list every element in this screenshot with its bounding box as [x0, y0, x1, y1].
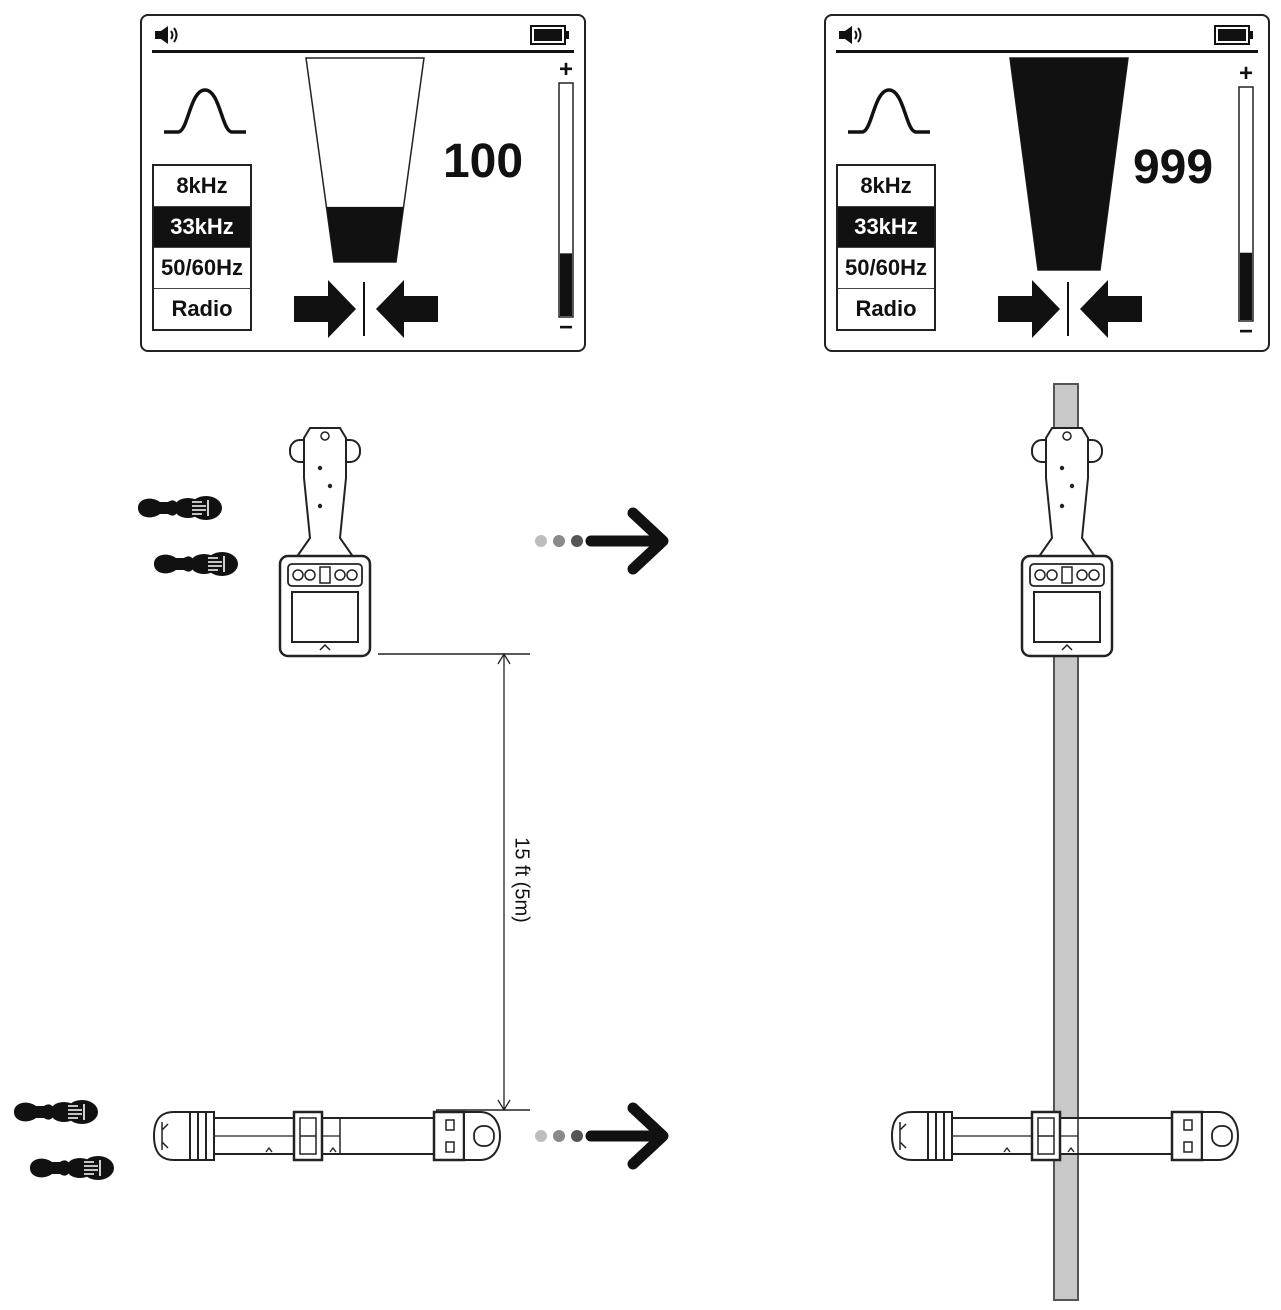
frequency-8khz: 8kHz — [154, 166, 250, 207]
locator-flat-right — [890, 1110, 1240, 1162]
direction-arrow-icon — [535, 1108, 663, 1164]
frequency-radio: Radio — [855, 296, 917, 321]
minus-label: − — [558, 314, 573, 341]
signal-readout: 100 — [442, 135, 524, 188]
center-arrows-icon — [294, 280, 438, 338]
signal-readout: 999 — [1132, 141, 1214, 194]
signal-strength-fill — [1010, 58, 1128, 270]
level-bar-fill — [560, 253, 572, 316]
frequency-33khz: 33kHz — [154, 207, 250, 248]
frequency-list: 8kHz 33kHz 50/60Hz Radio — [836, 164, 936, 331]
frequency-50-60hz: 50/60Hz — [838, 248, 934, 289]
frequency-radio: Radio — [171, 296, 233, 321]
distance-label: 15 ft (5m) — [506, 820, 536, 940]
signal-strength-gauge — [305, 57, 425, 263]
frequency-33khz: 33kHz — [838, 207, 934, 248]
footprints-icon — [137, 495, 223, 521]
locating-diagram — [13, 383, 1240, 1301]
display-screen-right: 8kHz 33kHz 50/60Hz Radio 999 + − — [824, 14, 1270, 352]
display-screen-left: 8kHz 33kHz 50/60Hz Radio 100 + − — [140, 14, 586, 352]
speaker-icon — [839, 26, 862, 44]
speaker-icon — [155, 26, 178, 44]
level-bar — [558, 82, 574, 318]
locator-upright-right — [1020, 426, 1114, 658]
signal-strength-fill — [326, 206, 404, 262]
center-arrows-icon — [998, 280, 1142, 338]
frequency-50-60hz: 50/60Hz — [154, 248, 250, 289]
footprints-icon — [29, 1155, 115, 1181]
locator-upright-left — [278, 426, 372, 658]
footprints-icon — [153, 551, 239, 577]
frequency-8khz: 8kHz — [838, 166, 934, 207]
status-divider — [152, 50, 574, 53]
level-bar — [1238, 86, 1254, 322]
battery-icon — [1214, 25, 1253, 45]
peak-mode-icon — [164, 88, 246, 134]
status-divider — [836, 50, 1258, 53]
distance-label-text: 15 ft (5m) — [510, 837, 533, 923]
direction-arrow-icon — [535, 513, 663, 569]
peak-mode-icon — [848, 88, 930, 134]
plus-label: + — [1238, 60, 1253, 87]
minus-label: − — [1238, 318, 1253, 345]
footprints-icon — [13, 1099, 99, 1125]
frequency-list: 8kHz 33kHz 50/60Hz Radio — [152, 164, 252, 331]
signal-strength-gauge — [1009, 57, 1129, 271]
level-bar-fill — [1240, 252, 1252, 320]
plus-label: + — [558, 56, 573, 83]
battery-icon — [530, 25, 569, 45]
locator-flat-left — [152, 1110, 502, 1162]
